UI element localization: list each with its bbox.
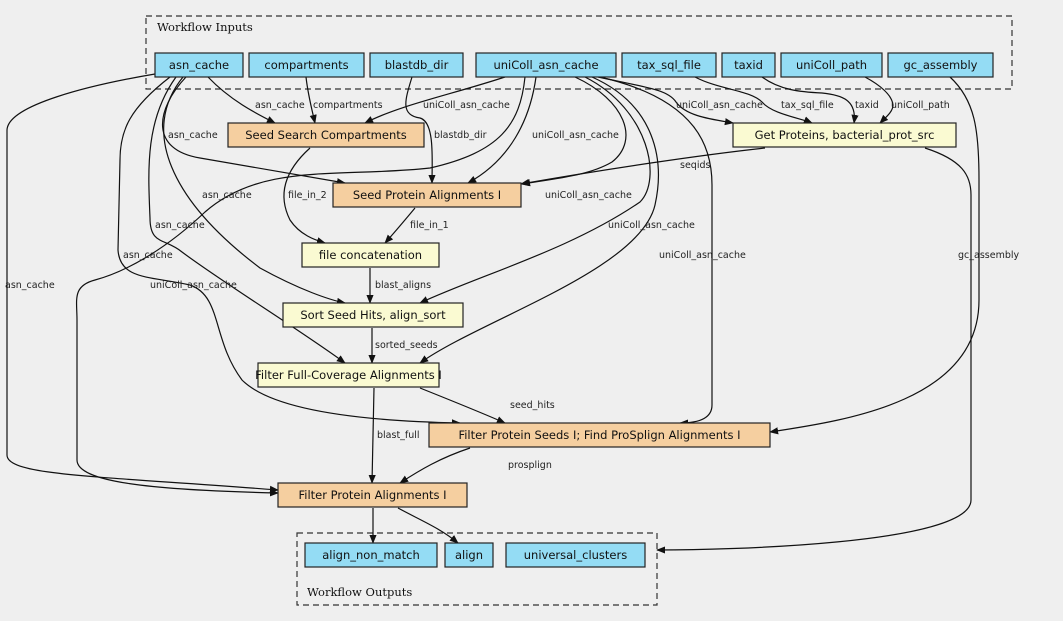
output-node-universal-clusters: universal_clusters [505,542,646,568]
edge-label-blast-full: blast_full [377,430,420,441]
edge-label-file-in-1: file_in_1 [410,220,449,231]
input-node-asn-cache: asn_cache [154,52,244,78]
edge-label-sorted-seeds: sorted_seeds [375,340,438,351]
edge-unicoll-path-to-get-proteins-bacterial-prot-src [864,76,894,124]
input-node-gc-assembly: gc_assembly [887,52,994,78]
workflow-outputs-title: Workflow Outputs [307,585,412,599]
edge-unicoll-asn-cache-to-seed-search-compartments [364,76,506,124]
workflow-outputs-cluster: Workflow Outputs [296,532,658,606]
workflow-inputs-cluster: Workflow Inputs [145,15,1013,90]
edge-asn-cache-to-seed-search-compartments [207,76,276,124]
output-node-align-non-match: align_non_match [304,542,438,568]
input-node-asn-cache-label: asn_cache [169,58,229,72]
step-node-filter-protein-seeds-i-find-prosplign-alignments-i-label: Filter Protein Seeds I; Find ProSplign A… [458,428,740,442]
edge-label-unicoll-asn-cache: uniColl_asn_cache [545,190,632,201]
input-node-tax-sql-file-label: tax_sql_file [637,58,701,72]
edge-label-unicoll-asn-cache: uniColl_asn_cache [608,220,695,231]
edge-label-asn-cache: asn_cache [5,280,55,291]
edge-filter-full-coverage-alignments-i-to-filter-protein-alignments-i [368,387,376,484]
edge-label-blastdb-dir: blastdb_dir [434,130,487,141]
edge-asn-cache-to-filter-protein-alignments-i [6,73,279,493]
edge-label-unicoll-asn-cache: uniColl_asn_cache [150,280,237,291]
edge-label-file-in-2: file_in_2 [288,190,327,201]
edge-label-unicoll-asn-cache: uniColl_asn_cache [659,250,746,261]
input-node-unicoll-asn-cache-label: uniColl_asn_cache [493,58,598,72]
step-node-sort-seed-hits-align-sort-label: Sort Seed Hits, align_sort [300,308,446,322]
input-node-unicoll-path: uniColl_path [780,52,883,78]
edge-unicoll-asn-cache-to-sort-seed-hits-align-sort [419,76,651,304]
step-node-filter-full-coverage-alignments-i-label: Filter Full-Coverage Alignments I [255,368,442,382]
edge-filter-full-coverage-alignments-i-to-filter-protein-seeds-i-find-prosplign-alignments-i [419,387,506,424]
edge-label-unicoll-asn-cache: uniColl_asn_cache [676,100,763,111]
edge-label-asn-cache: asn_cache [155,220,205,231]
edge-unicoll-asn-cache-to-filter-protein-seeds-i-find-prosplign-alignments-i [599,76,713,427]
edge-get-proteins-bacterial-prot-src-to-universal-clusters [656,147,972,554]
output-node-universal-clusters-label: universal_clusters [524,548,627,562]
edge-get-proteins-bacterial-prot-src-to-seed-protein-alignments-i [520,147,766,187]
edge-asn-cache-to-filter-protein-seeds-i-find-prosplign-alignments-i [117,76,461,427]
edge-label-asn-cache: asn_cache [168,130,218,141]
step-node-get-proteins-bacterial-prot-src: Get Proteins, bacterial_prot_src [732,122,957,148]
edge-unicoll-asn-cache-to-seed-protein-alignments-i [467,76,537,184]
step-node-seed-protein-alignments-i: Seed Protein Alignments I [332,182,522,208]
edge-filter-protein-seeds-i-find-prosplign-alignments-i-to-filter-protein-alignments-i [399,447,471,484]
edge-label-asn-cache: asn_cache [202,190,252,201]
edge-label-gc-assembly: gc_assembly [958,250,1019,261]
edge-unicoll-asn-cache-to-seed-protein-alignments-i [521,76,627,187]
edge-label-taxid: taxid [855,100,879,111]
edge-label-blast-aligns: blast_aligns [375,280,431,291]
output-node-align-non-match-label: align_non_match [322,548,420,562]
edge-seed-protein-alignments-i-to-file-concatenation [384,207,416,244]
input-node-compartments-label: compartments [264,58,348,72]
input-node-unicoll-path-label: uniColl_path [796,58,867,72]
input-node-unicoll-asn-cache: uniColl_asn_cache [475,52,617,78]
input-node-taxid: taxid [721,52,776,78]
edge-seed-search-compartments-to-file-concatenation [283,147,326,245]
edge-label-asn-cache: asn_cache [255,100,305,111]
input-node-taxid-label: taxid [734,58,763,72]
edge-label-asn-cache: asn_cache [123,250,173,261]
edge-label-seqids: seqids [680,160,710,171]
edge-label-unicoll-asn-cache: uniColl_asn_cache [423,100,510,111]
step-node-filter-protein-alignments-i: Filter Protein Alignments I [277,482,468,508]
step-node-sort-seed-hits-align-sort: Sort Seed Hits, align_sort [282,302,464,328]
step-node-seed-search-compartments: Seed Search Compartments [227,122,425,148]
step-node-get-proteins-bacterial-prot-src-label: Get Proteins, bacterial_prot_src [755,128,935,142]
edge-label-compartments: compartments [313,100,383,111]
edge-label-unicoll-asn-cache: uniColl_asn_cache [532,130,619,141]
output-node-align-label: align [455,548,483,562]
edge-label-tax-sql-file: tax_sql_file [781,100,834,111]
step-node-file-concatenation-label: file concatenation [319,248,422,262]
edge-asn-cache-to-seed-protein-alignments-i [162,76,346,186]
edge-taxid-to-get-proteins-bacterial-prot-src [761,76,859,124]
edge-label-seed-hits: seed_hits [510,400,555,411]
step-node-file-concatenation: file concatenation [301,242,440,268]
step-node-filter-protein-alignments-i-label: Filter Protein Alignments I [298,488,446,502]
edge-asn-cache-to-filter-full-coverage-alignments-i [148,76,346,364]
edge-tax-sql-file-to-get-proteins-bacterial-prot-src [694,76,813,124]
step-node-filter-full-coverage-alignments-i: Filter Full-Coverage Alignments I [255,362,442,388]
input-node-gc-assembly-label: gc_assembly [904,58,978,72]
input-node-compartments: compartments [248,52,365,78]
edge-filter-protein-alignments-i-to-align [397,507,459,544]
workflow-inputs-title: Workflow Inputs [157,20,253,34]
input-node-tax-sql-file: tax_sql_file [621,52,717,78]
edge-asn-cache-to-sort-seed-hits-align-sort [163,76,346,305]
input-node-blastdb-dir-label: blastdb_dir [385,58,449,72]
edge-label-unicoll-path: uniColl_path [891,100,950,111]
edge-gc-assembly-to-filter-protein-seeds-i-find-prosplign-alignments-i [769,76,980,435]
edge-unicoll-asn-cache-to-filter-full-coverage-alignments-i [419,76,659,364]
edge-unicoll-asn-cache-to-filter-protein-alignments-i [75,76,526,497]
input-node-blastdb-dir: blastdb_dir [369,52,464,78]
output-node-align: align [444,542,494,568]
step-node-seed-protein-alignments-i-label: Seed Protein Alignments I [353,188,501,202]
edge-blastdb-dir-to-seed-protein-alignments-i [405,76,436,184]
edge-unicoll-asn-cache-to-get-proteins-bacterial-prot-src [597,76,734,126]
step-node-filter-protein-seeds-i-find-prosplign-alignments-i: Filter Protein Seeds I; Find ProSplign A… [428,422,771,448]
edge-compartments-to-seed-search-compartments [305,76,317,124]
edge-label-prosplign: prosplign [508,460,552,471]
step-node-seed-search-compartments-label: Seed Search Compartments [245,128,407,142]
